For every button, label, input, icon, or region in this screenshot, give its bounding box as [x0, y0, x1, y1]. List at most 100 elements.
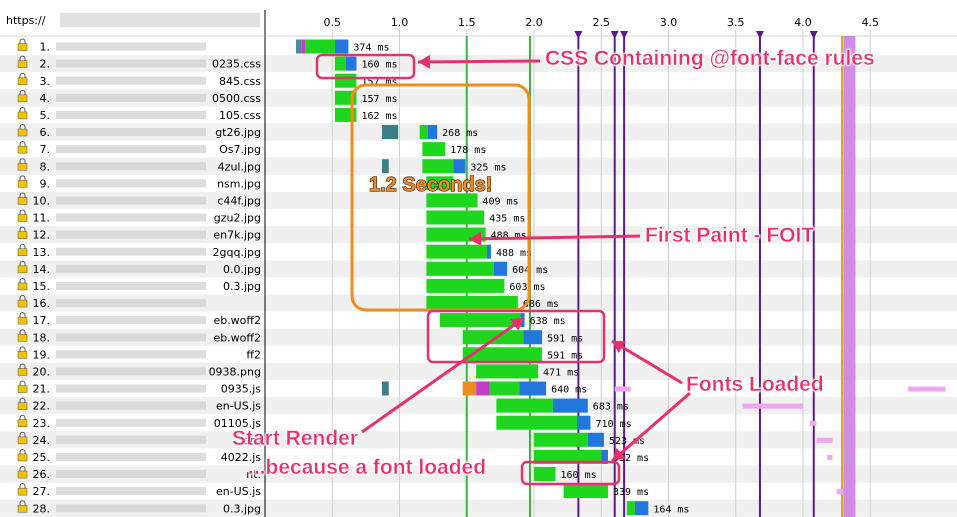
request-bar-segment [427, 125, 438, 139]
request-bar-segment [426, 278, 505, 293]
row-duration: 591 ms [547, 350, 583, 361]
request-bar-segment [462, 330, 524, 345]
tick-label: 3.0 [660, 16, 678, 29]
start-render-arrow [361, 316, 525, 434]
js-execution-mark [827, 454, 833, 460]
blurred-url [56, 470, 206, 479]
lock-icon [17, 453, 28, 462]
lock-icon [17, 94, 28, 103]
lock-icon [19, 277, 26, 283]
row-duration: 471 ms [543, 367, 579, 378]
blurred-url [56, 452, 206, 461]
blurred-url [56, 299, 206, 308]
row-number: 23. [33, 417, 51, 430]
row-file-suffix: gt26.jpg [215, 126, 261, 139]
request-bar-segment [453, 159, 466, 174]
lock-icon [17, 419, 28, 427]
lock-icon [19, 175, 26, 181]
row-file-suffix: 105.css [219, 109, 261, 122]
row-number: 22. [33, 400, 51, 413]
event-marker [755, 31, 764, 39]
row-file-suffix: en7k.jpg [213, 229, 261, 242]
row-duration: 339 ms [613, 487, 649, 498]
row-file-suffix: 0235.css [212, 58, 261, 71]
lock-icon [17, 385, 28, 393]
lock-icon [17, 470, 28, 479]
request-bar-segment [462, 347, 543, 362]
row-stripe [0, 157, 957, 175]
lock-icon [17, 436, 28, 445]
request-bar-segment [552, 398, 588, 413]
request-bar-segment [534, 449, 602, 464]
lock-icon [17, 402, 28, 410]
lock-icon [17, 197, 28, 205]
js-execution-mark [836, 489, 844, 495]
lock-icon [19, 124, 26, 130]
tick-label: 2.5 [593, 16, 611, 29]
request-bar-segment [534, 467, 556, 481]
lock-icon [17, 128, 28, 137]
blurred-url [56, 145, 206, 154]
row-duration: 268 ms [442, 128, 478, 139]
row-number: 9. [40, 177, 51, 190]
row-number: 16. [33, 297, 51, 310]
lock-icon [17, 43, 28, 51]
row-duration: 160 ms [361, 60, 397, 71]
request-bar-segment [476, 364, 539, 379]
blurred-url [56, 350, 206, 359]
blurred-url [56, 179, 206, 188]
lock-icon [17, 111, 28, 120]
row-number: 5. [40, 109, 51, 122]
row-file-suffix: en-US.js [216, 485, 261, 498]
row-file-suffix: eb.woff2 [213, 331, 261, 344]
row-duration: 374 ms [353, 43, 389, 54]
row-number: 26. [33, 468, 51, 481]
row-number: 11. [33, 212, 51, 225]
row-duration: 162 ms [361, 111, 397, 122]
lock-icon [19, 500, 26, 506]
js-execution-mark [816, 437, 833, 443]
request-bar-segment [334, 39, 349, 54]
row-file-suffix: 0.0.jpg [223, 263, 261, 276]
lock-icon [19, 226, 26, 232]
lock-icon [19, 209, 26, 215]
request-bar-segment [486, 244, 491, 259]
lock-icon [19, 106, 26, 112]
request-bar-segment [462, 381, 477, 396]
tick-label: 1.0 [391, 16, 409, 29]
fonts-arrow-1-head [612, 341, 626, 354]
tick-label: 0.5 [324, 16, 342, 29]
event-marker [574, 31, 583, 39]
blurred-url [56, 110, 206, 119]
event-marker [620, 31, 629, 39]
row-stripe [0, 465, 957, 483]
blurred-url [56, 435, 206, 444]
fonts-arrow-2 [611, 391, 691, 463]
font-26-highlight-box [520, 460, 621, 486]
lock-icon [17, 282, 28, 291]
row-number: 19. [33, 348, 51, 361]
blurred-url [56, 401, 206, 410]
row-duration: 435 ms [489, 214, 525, 225]
request-bar-segment [519, 381, 547, 396]
row-number: 7. [40, 143, 51, 156]
lock-icon [19, 243, 26, 249]
request-bar-segment [563, 484, 608, 499]
lock-icon [19, 55, 26, 61]
row-duration: 409 ms [483, 196, 519, 207]
row-stripe [0, 55, 957, 73]
row-file-suffix: 01105.js [214, 417, 262, 430]
lock-icon [17, 505, 28, 513]
first-paint-arrow [468, 234, 641, 241]
lock-icon [17, 77, 28, 85]
lock-icon [17, 214, 28, 222]
tick-label: 4.5 [862, 16, 880, 29]
lock-icon [17, 487, 28, 496]
blurred-url [56, 384, 206, 393]
row-number: 24. [33, 434, 51, 447]
row-number: 10. [33, 194, 51, 207]
row-duration: 488 ms [496, 248, 532, 259]
lock-icon [19, 397, 26, 403]
row-file-suffix: en- [243, 434, 261, 447]
